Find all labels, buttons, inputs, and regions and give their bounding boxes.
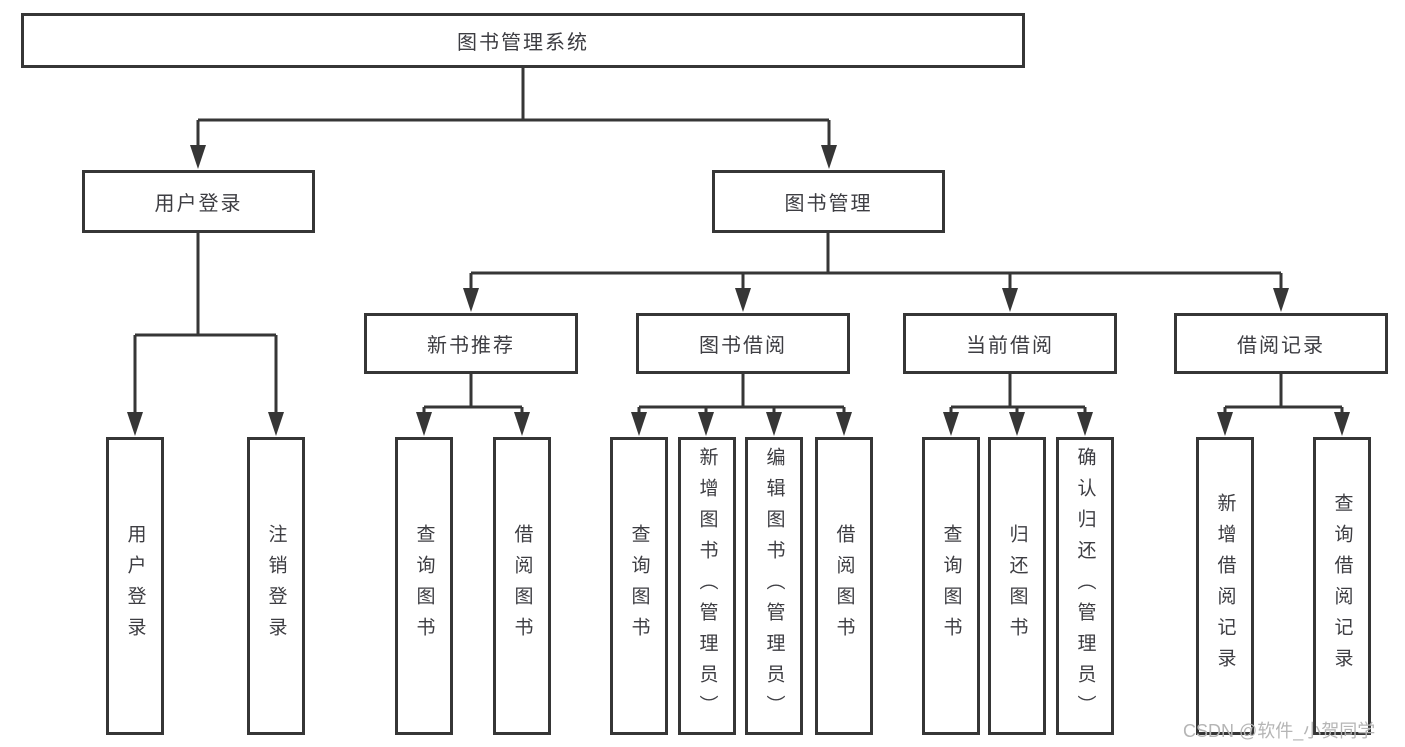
leaf-edit-books-admin: 编辑图书（管理员） <box>745 437 803 735</box>
leaf-confirm-return-admin-label: 确认归还（管理员） <box>1074 446 1096 726</box>
leaf-current-query-books: 查询图书 <box>922 437 980 735</box>
arrowheads <box>127 145 1350 436</box>
leaf-add-borrow-record: 新增借阅记录 <box>1196 437 1254 735</box>
leaf-add-borrow-record-label: 新增借阅记录 <box>1214 493 1236 679</box>
node-new-book-recommend: 新书推荐 <box>364 313 578 374</box>
node-borrow-records-label: 借阅记录 <box>1237 335 1325 357</box>
leaf-recommend-query-books-label: 查询图书 <box>413 524 435 648</box>
leaf-borrow-query-books: 查询图书 <box>610 437 668 735</box>
leaf-logout: 注销登录 <box>247 437 305 735</box>
watermark: CSDN @软件_小贺同学 <box>1183 721 1376 741</box>
leaf-borrow-books-label: 借阅图书 <box>833 524 855 648</box>
leaf-recommend-borrow-books-label: 借阅图书 <box>511 524 533 648</box>
node-new-book-recommend-label: 新书推荐 <box>427 335 515 357</box>
node-user-login: 用户登录 <box>82 170 315 233</box>
leaf-edit-books-admin-label: 编辑图书（管理员） <box>763 446 785 726</box>
leaf-query-borrow-record: 查询借阅记录 <box>1313 437 1371 735</box>
leaf-logout-label: 注销登录 <box>265 524 287 648</box>
leaf-borrow-query-books-label: 查询图书 <box>628 524 650 648</box>
node-root: 图书管理系统 <box>21 13 1025 68</box>
leaf-add-books-admin-label: 新增图书（管理员） <box>696 446 718 726</box>
leaf-confirm-return-admin: 确认归还（管理员） <box>1056 437 1114 735</box>
leaf-add-books-admin: 新增图书（管理员） <box>678 437 736 735</box>
leaf-return-books: 归还图书 <box>988 437 1046 735</box>
leaf-user-login-label: 用户登录 <box>124 524 146 648</box>
node-book-management-label: 图书管理 <box>784 193 873 215</box>
node-borrow-records: 借阅记录 <box>1174 313 1388 374</box>
leaf-current-query-books-label: 查询图书 <box>940 524 962 648</box>
leaf-recommend-query-books: 查询图书 <box>395 437 453 735</box>
leaf-borrow-books: 借阅图书 <box>815 437 873 735</box>
leaf-query-borrow-record-label: 查询借阅记录 <box>1331 493 1353 679</box>
leaf-recommend-borrow-books: 借阅图书 <box>493 437 551 735</box>
node-current-borrow: 当前借阅 <box>903 313 1117 374</box>
leaf-return-books-label: 归还图书 <box>1006 524 1028 648</box>
node-current-borrow-label: 当前借阅 <box>966 335 1054 357</box>
node-book-management: 图书管理 <box>712 170 945 233</box>
node-root-label: 图书管理系统 <box>457 32 589 54</box>
node-book-borrow-label: 图书借阅 <box>699 335 787 357</box>
leaf-user-login: 用户登录 <box>106 437 164 735</box>
node-user-login-label: 用户登录 <box>154 193 243 215</box>
node-book-borrow: 图书借阅 <box>636 313 850 374</box>
